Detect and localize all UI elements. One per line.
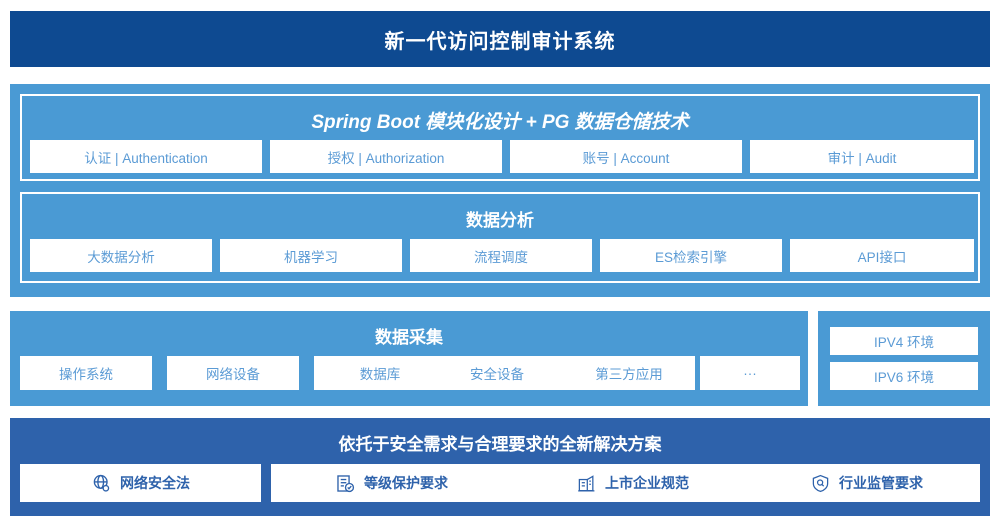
card-account[interactable]: 账号 | Account: [510, 140, 742, 173]
page-title: 新一代访问控制审计系统: [384, 30, 616, 53]
card-operating-system[interactable]: 操作系统: [20, 356, 152, 390]
globe-icon: [91, 473, 111, 493]
card-listed-enterprise-standard[interactable]: 上市企业规范: [512, 464, 753, 502]
card-industry-regulation[interactable]: 行业监管要求: [753, 464, 980, 502]
card-classified-protection[interactable]: 等级保护要求: [271, 464, 512, 502]
card-label: 上市企业规范: [605, 475, 689, 491]
data-analysis-panel-title: 数据分析: [466, 211, 534, 230]
card-third-party-app[interactable]: 第三方应用: [563, 356, 695, 390]
card-network-device[interactable]: 网络设备: [167, 356, 299, 390]
data-collection-title: 数据采集: [375, 328, 443, 347]
spring-boot-panel: Spring Boot 模块化设计 + PG 数据仓储技术 认证 | Authe…: [20, 94, 980, 181]
ip-environment-section: IPV4 环境 IPV6 环境: [818, 311, 990, 406]
solution-title: 依托于安全需求与合理要求的全新解决方案: [338, 435, 662, 454]
shield-search-icon: [810, 473, 830, 493]
card-security-device[interactable]: 安全设备: [431, 356, 563, 390]
application-stack-section: Spring Boot 模块化设计 + PG 数据仓储技术 认证 | Authe…: [10, 84, 990, 297]
card-more[interactable]: ···: [700, 356, 800, 390]
card-process-scheduling[interactable]: 流程调度: [410, 239, 592, 272]
card-cybersecurity-law[interactable]: 网络安全法: [20, 464, 261, 502]
card-es-search-engine[interactable]: ES检索引擎: [600, 239, 782, 272]
data-analysis-panel: 数据分析 大数据分析 机器学习 流程调度 ES检索引擎 API接口: [20, 192, 980, 283]
card-ipv4-environment[interactable]: IPV4 环境: [830, 327, 978, 355]
data-collection-section: 数据采集 操作系统 网络设备 数据库 安全设备 第三方应用 ···: [10, 311, 808, 406]
solution-section: 依托于安全需求与合理要求的全新解决方案 网络安全法: [10, 418, 990, 516]
card-big-data-analysis[interactable]: 大数据分析: [30, 239, 212, 272]
card-machine-learning[interactable]: 机器学习: [220, 239, 402, 272]
card-ipv6-environment[interactable]: IPV6 环境: [830, 362, 978, 390]
card-authorization[interactable]: 授权 | Authorization: [270, 140, 502, 173]
card-authentication[interactable]: 认证 | Authentication: [30, 140, 262, 173]
card-label: 行业监管要求: [839, 475, 923, 491]
spring-boot-panel-title: Spring Boot 模块化设计 + PG 数据仓储技术: [311, 112, 689, 133]
card-api-interface[interactable]: API接口: [790, 239, 974, 272]
header-bar: 新一代访问控制审计系统: [10, 11, 990, 67]
card-label: 等级保护要求: [364, 475, 448, 491]
building-icon: [576, 473, 596, 493]
document-check-icon: [335, 473, 355, 493]
card-audit[interactable]: 审计 | Audit: [750, 140, 974, 173]
card-label: 网络安全法: [120, 475, 190, 491]
card-database[interactable]: 数据库: [314, 356, 446, 390]
